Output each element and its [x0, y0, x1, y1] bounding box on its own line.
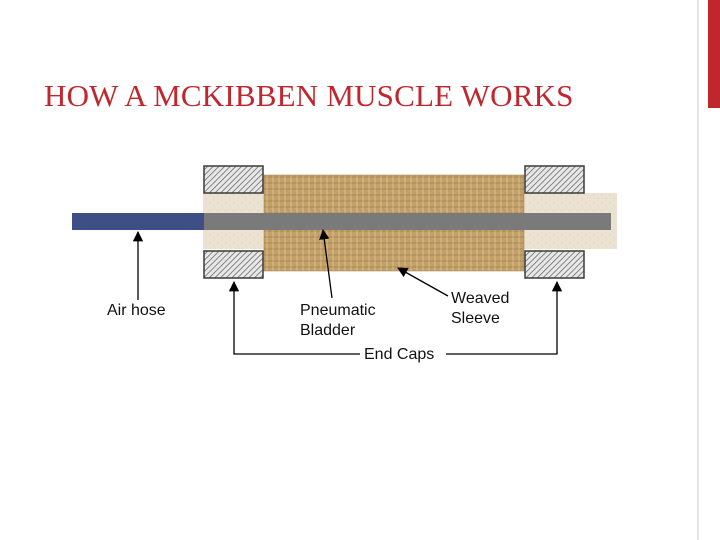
end-caps-bracket-left: [228, 280, 360, 355]
sleeve-label-line2: Sleeve: [451, 310, 500, 327]
sleeve-label-line1: Weaved: [451, 290, 510, 307]
accent-bar: [708, 0, 720, 108]
air-hose-label: Air hose: [107, 302, 166, 319]
air-hose: [72, 213, 204, 230]
end-caps-bracket-right: [446, 280, 563, 355]
end-cap-top-right: [524, 165, 585, 194]
end-cap-top-left: [203, 165, 264, 194]
central-rod: [203, 213, 611, 230]
slide-title: HOW A MCKIBBEN MUSCLE WORKS: [44, 78, 574, 113]
bladder-leader: [319, 228, 333, 299]
slide-edge-divider: [697, 0, 699, 540]
bladder-label-line2: Bladder: [300, 322, 356, 339]
sleeve-leader: [397, 267, 449, 297]
end-caps-label: End Caps: [364, 346, 435, 363]
end-cap-bottom-left: [203, 250, 264, 279]
bladder-label-line1: Pneumatic: [300, 302, 376, 319]
end-cap-bottom-right: [524, 250, 585, 279]
